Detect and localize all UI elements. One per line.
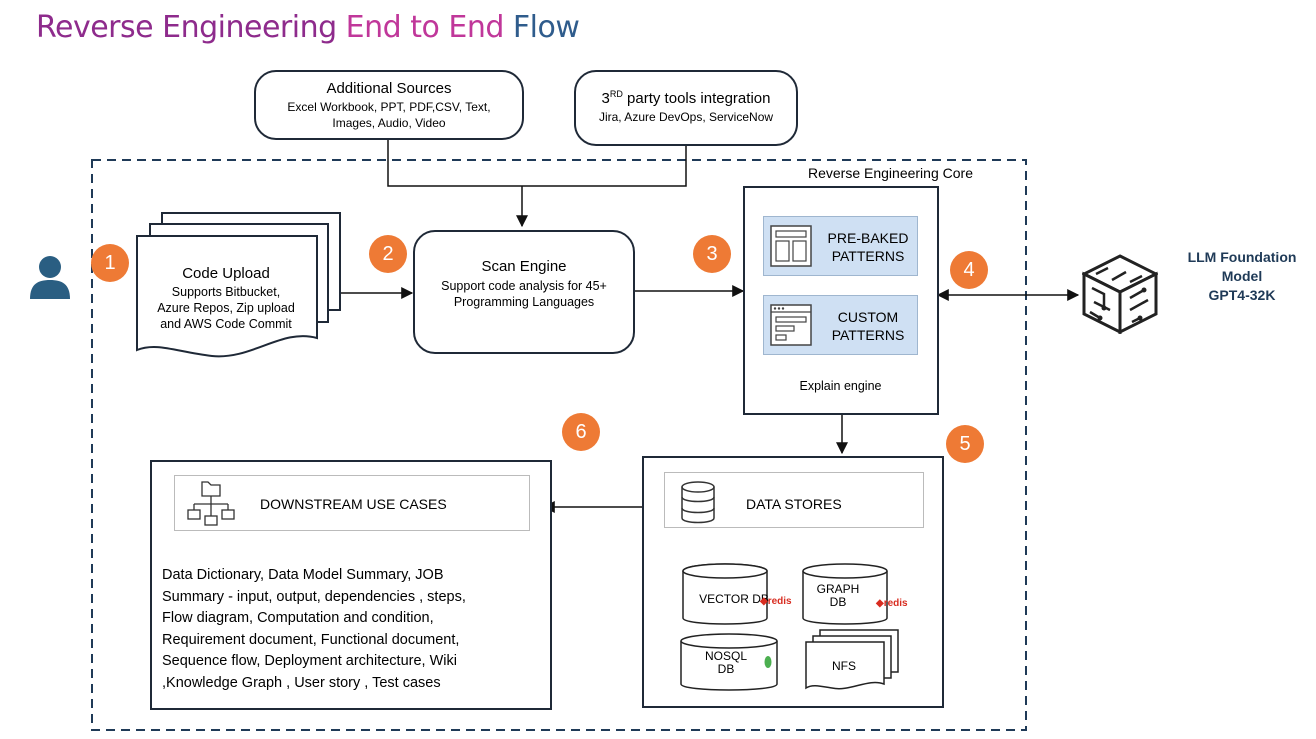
step-badge-1: 1 (91, 244, 129, 282)
redis-logo-graph: ◆redis (876, 598, 908, 609)
sources-merge-line (387, 140, 687, 187)
scan-engine-heading: Scan Engine (481, 258, 567, 275)
prebaked-label-2: PATTERNS (831, 248, 905, 264)
layout-icon (770, 225, 812, 267)
additional-sources-box: Additional Sources Excel Workbook, PPT, … (254, 70, 524, 140)
third-party-line-1: Jira, Azure DevOps, ServiceNow (598, 110, 774, 124)
additional-sources-heading: Additional Sources (326, 80, 452, 97)
scan-engine-line-1: Support code analysis for 45+ (441, 279, 607, 293)
data-stores-header (664, 472, 924, 528)
third-party-heading-rest: party tools integration (622, 90, 771, 107)
nfs-label: NFS (832, 659, 856, 673)
core-boundary (91, 159, 1027, 731)
nosql-db-label-2: DB (717, 662, 735, 676)
additional-sources-line-2: Images, Audio, Video (332, 116, 446, 130)
graph-db-label: GRAPH DB (813, 583, 863, 609)
downstream-box (150, 460, 552, 710)
downstream-text: Data Dictionary, Data Model Summary, JOB… (162, 565, 548, 694)
scan-engine-box: Scan Engine Support code analysis for 45… (413, 230, 635, 354)
prebaked-label-1: PRE-BAKED (827, 230, 909, 246)
title-part-3: Flow (512, 10, 580, 45)
explain-engine-label: Explain engine (799, 379, 882, 393)
llm-label: LLM Foundation Model GPT4-32K (1168, 248, 1316, 305)
nfs-doc-stack (805, 629, 899, 690)
llm-label-1: LLM Foundation (1187, 249, 1297, 265)
form-icon (770, 304, 812, 346)
core-label: Reverse Engineering Core (808, 165, 973, 181)
code-upload-text: Code Upload Supports Bitbucket, Azure Re… (137, 265, 315, 332)
step-badge-6: 6 (562, 413, 600, 451)
folder-tree-icon (187, 481, 235, 526)
step-badge-5: 5 (946, 425, 984, 463)
nosql-db-label-1: NOSQL (704, 649, 747, 663)
graph-db-cylinder (802, 563, 888, 625)
code-upload-line-3: and AWS Code Commit (160, 317, 292, 331)
title-part-1: Reverse Engineering (36, 10, 346, 45)
nosql-db-cylinder (680, 633, 778, 691)
code-upload-doc-stack (136, 212, 341, 358)
nosql-db-label: NOSQL DB (690, 650, 762, 676)
user-icon (30, 256, 70, 299)
graph-db-label-1: GRAPH (816, 582, 860, 596)
vector-db-label: VECTOR DB (699, 592, 769, 606)
custom-label-1: CUSTOM (837, 309, 899, 325)
database-icon (681, 481, 715, 524)
downstream-line-1: Data Dictionary, Data Model Summary, JOB (162, 567, 444, 583)
downstream-line-2: Summary - input, output, dependencies , … (162, 588, 466, 605)
third-party-heading: 3RD party tools integration (576, 89, 796, 107)
custom-patterns-panel: CUSTOM PATTERNS (763, 295, 918, 355)
redis-logo-vector-text: redis (767, 596, 792, 607)
step-badge-4: 4 (950, 251, 988, 289)
llm-label-3: GPT4-32K (1208, 287, 1276, 303)
code-upload-heading: Code Upload (182, 265, 270, 282)
mongodb-leaf-icon (764, 656, 772, 668)
data-stores-heading: DATA STORES (746, 496, 842, 512)
page-title: Reverse Engineering End to End Flow (36, 10, 580, 45)
code-upload-line-1: Supports Bitbucket, (171, 285, 281, 299)
graph-db-label-2: DB (829, 595, 847, 609)
downstream-line-5: Sequence flow, Deployment architecture, … (162, 653, 457, 669)
code-upload-line-2: Azure Repos, Zip upload (157, 301, 295, 315)
step-badge-2: 2 (369, 235, 407, 273)
third-party-heading-sup: RD (609, 89, 623, 99)
scan-engine-line-2: Programming Languages (453, 295, 595, 309)
prebaked-label: PRE-BAKED PATTERNS (820, 229, 916, 265)
title-part-2: End to End (345, 10, 513, 45)
additional-sources-line-1: Excel Workbook, PPT, PDF,CSV, Text, (287, 100, 491, 114)
downstream-header (174, 475, 530, 531)
third-party-box: 3RD party tools integration Jira, Azure … (574, 70, 798, 146)
third-party-heading-num: 3 (601, 90, 610, 107)
downstream-heading: DOWNSTREAM USE CASES (260, 496, 447, 512)
downstream-line-6: ,Knowledge Graph , User story , Test cas… (162, 674, 441, 691)
downstream-line-4: Requirement document, Functional documen… (162, 631, 460, 648)
prebaked-patterns-panel: PRE-BAKED PATTERNS (763, 216, 918, 276)
redis-logo-graph-text: redis (883, 598, 908, 609)
vector-db-cylinder (682, 563, 768, 625)
redis-logo-vector: ◆redis (760, 596, 792, 607)
custom-label: CUSTOM PATTERNS (820, 308, 916, 344)
step-badge-3: 3 (693, 235, 731, 273)
custom-label-2: PATTERNS (831, 327, 905, 343)
llm-cube-icon (1082, 254, 1158, 334)
downstream-line-3: Flow diagram, Computation and condition, (162, 610, 434, 626)
llm-label-2: Model (1221, 268, 1263, 284)
